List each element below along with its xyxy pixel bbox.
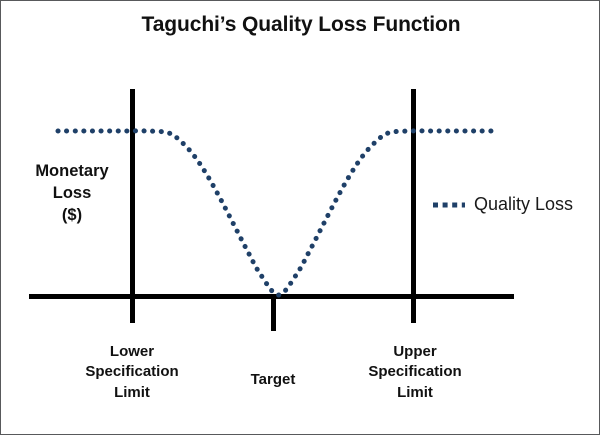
quality-loss-curve: [55, 128, 502, 298]
y-axis-label-line-1: Monetary: [35, 162, 109, 180]
tick-label-line-2: Specification: [368, 363, 462, 381]
legend-label-quality-loss: Quality Loss: [474, 194, 574, 214]
page-title: Taguchi’s Quality Loss Function: [141, 13, 461, 36]
y-axis-label-line-3: ($): [61, 205, 83, 224]
y-axis-label: Monetary Loss ($): [13, 161, 131, 227]
legend-marker-dotted-line: [433, 202, 465, 207]
tick-label-line-1: Lower: [109, 343, 155, 360]
tick-label-upper-specification-limit: Upper Specification Limit: [341, 342, 489, 403]
y-axis-label-line-2: Loss: [52, 183, 92, 202]
tick-label-line-3: Limit: [114, 383, 150, 401]
legend: Quality Loss: [431, 194, 573, 215]
tick-label-line-2: Specification: [85, 363, 179, 381]
tick-label-line-1: Target: [250, 371, 296, 388]
tick-label-target: Target: [216, 370, 330, 390]
tick-label-line-1: Upper: [393, 343, 437, 360]
tick-label-lower-specification-limit: Lower Specification Limit: [58, 342, 206, 403]
tick-label-line-3: Limit: [397, 383, 433, 401]
